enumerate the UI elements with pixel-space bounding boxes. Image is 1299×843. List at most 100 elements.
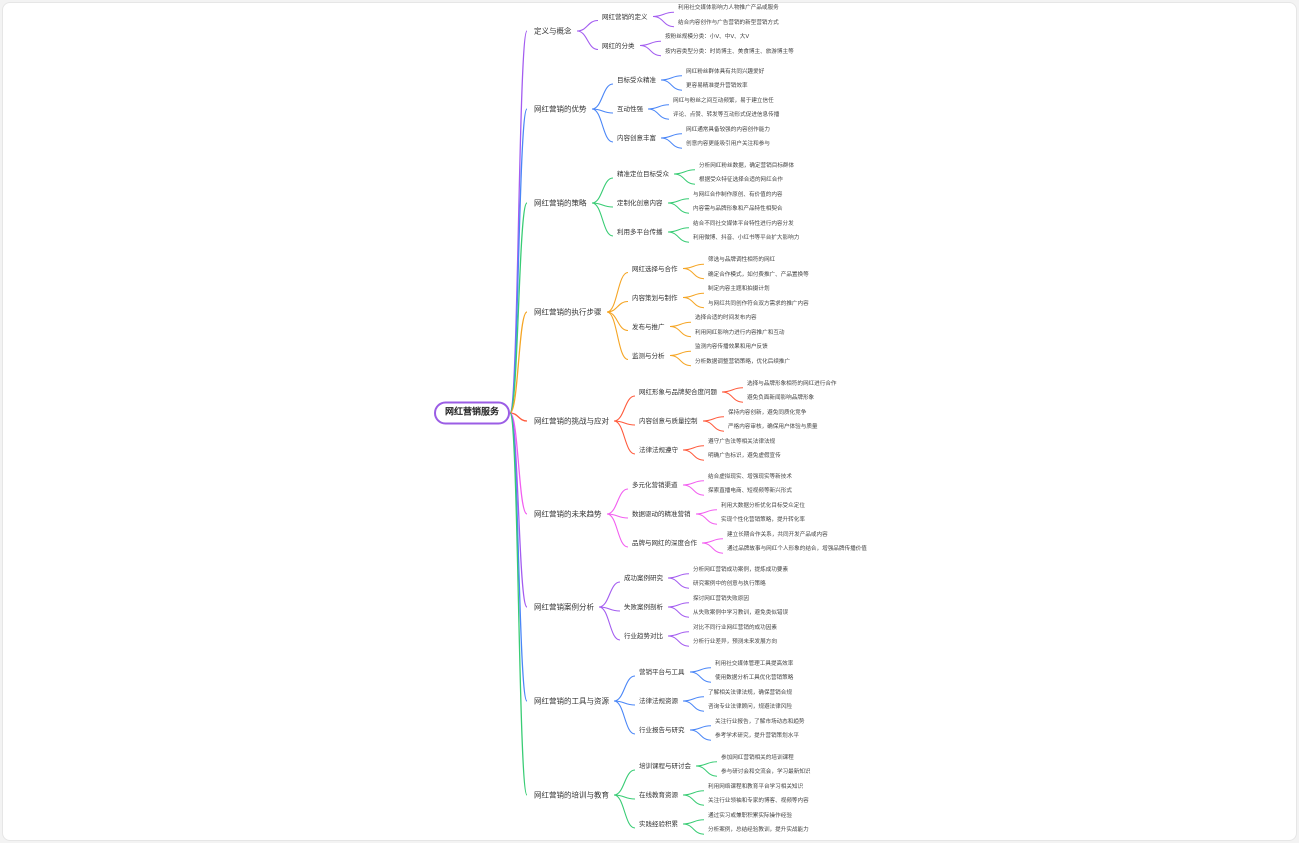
sub-node[interactable]: 培训课程与研讨会 xyxy=(639,761,691,770)
leaf-node[interactable]: 筛选与品牌调性相符的网红 xyxy=(708,257,776,264)
root-node[interactable]: 网红营销服务 xyxy=(434,401,511,425)
leaf-node[interactable]: 结合虚拟现实、增强现实等新技术 xyxy=(708,474,792,480)
sub-node[interactable]: 精准定位目标受众 xyxy=(617,169,669,178)
leaf-node[interactable]: 分析行业差异，预测未来发展方向 xyxy=(693,639,777,646)
leaf-node[interactable]: 制定内容主题和拍摄计划 xyxy=(708,286,770,293)
sub-node[interactable]: 品牌与网红的深度合作 xyxy=(632,538,697,547)
leaf-node[interactable]: 利用微博、抖音、小红书等平台扩大影响力 xyxy=(693,235,800,242)
leaf-node[interactable]: 确定合作模式，如付费推广、产品置换等 xyxy=(708,271,809,278)
leaf-node[interactable]: 探索直播电商、短视频等新兴形式 xyxy=(708,488,792,495)
branch-node[interactable]: 网红营销的挑战与应对 xyxy=(534,416,609,426)
leaf-node[interactable]: 结合内容创作与广告营销的新型营销方式 xyxy=(678,19,779,26)
leaf-node[interactable]: 通过品牌故事与网红个人形象的结合，增强品牌传播价值 xyxy=(727,546,867,553)
leaf-node[interactable]: 实现个性化营销策略，提升转化率 xyxy=(721,517,805,524)
leaf-node[interactable]: 通过实习或兼职积累实际操作经验 xyxy=(708,813,792,819)
leaf-node[interactable]: 明确广告标识，避免虚假宣传 xyxy=(708,453,781,460)
leaf-node[interactable]: 保持内容创新，避免同质化竞争 xyxy=(728,410,807,416)
leaf-node[interactable]: 按粉丝规模分类：小V、中V、大V xyxy=(665,34,750,41)
sub-node[interactable]: 利用多平台传播 xyxy=(617,227,663,236)
branch-node[interactable]: 网红营销的未来趋势 xyxy=(534,509,602,519)
leaf-node[interactable]: 严格内容审核，确保用户体验与质量 xyxy=(728,424,818,431)
leaf-node[interactable]: 与网红合作制作原创、有价值的内容 xyxy=(693,192,783,198)
leaf-node[interactable]: 内容需与品牌形象和产品特性相契合 xyxy=(693,206,783,213)
leaf-node[interactable]: 创意内容更能吸引用户关注和参与 xyxy=(686,141,770,148)
leaf-node[interactable]: 分析网红营销成功案例，提炼成功要素 xyxy=(693,567,789,573)
leaf-node[interactable]: 咨询专业法律顾问，规避法律风险 xyxy=(708,704,792,711)
leaf-node[interactable]: 使用数据分析工具优化营销策略 xyxy=(715,675,794,682)
leaf-connector xyxy=(721,387,744,393)
leaf-node[interactable]: 避免负面新闻影响品牌形象 xyxy=(747,395,815,402)
leaf-node[interactable]: 更容易精准提升营销效率 xyxy=(686,83,748,90)
leaf-node[interactable]: 遵守广告法等相关法律法规 xyxy=(708,439,776,445)
leaf-node[interactable]: 分析案例，总结经验教训，提升实战能力 xyxy=(708,827,809,834)
leaf-node[interactable]: 建立长期合作关系，共同开发产品或内容 xyxy=(727,532,828,538)
leaf-node[interactable]: 选择合适的时间发布内容 xyxy=(695,315,757,322)
branch-node[interactable]: 网红营销案例分析 xyxy=(534,602,594,612)
branch-node[interactable]: 网红营销的执行步骤 xyxy=(534,307,602,317)
leaf-connector xyxy=(667,573,690,579)
leaf-node[interactable]: 按内容类型分类：时尚博主、美食博主、旅游博主等 xyxy=(665,48,794,55)
sub-node[interactable]: 目标受众精准 xyxy=(617,75,656,84)
leaf-node[interactable]: 关注行业领袖和专家的博客、视频等内容 xyxy=(708,798,809,805)
leaf-node[interactable]: 分析数据调整营销策略，优化后续推广 xyxy=(695,358,791,365)
branch-node[interactable]: 网红营销的优势 xyxy=(534,104,587,114)
leaf-node[interactable]: 利用社交媒体管理工具提高效率 xyxy=(715,661,794,667)
sub-node[interactable]: 法律法规资源 xyxy=(639,696,678,705)
sub-node[interactable]: 发布与推广 xyxy=(632,322,665,331)
sub-node[interactable]: 网红营销的定义 xyxy=(602,12,648,21)
sub-node[interactable]: 在线教育资源 xyxy=(639,790,678,799)
branch-node[interactable]: 网红营销的工具与资源 xyxy=(534,696,609,706)
leaf-node[interactable]: 从失败案例中学习教训，避免类似错误 xyxy=(693,610,789,617)
sub-node[interactable]: 营销平台与工具 xyxy=(639,667,685,676)
leaf-node[interactable]: 网红与粉丝之间互动频繁，易于建立信任 xyxy=(673,98,774,104)
sub-node[interactable]: 行业报告与研究 xyxy=(639,725,685,734)
sub-node[interactable]: 定制化创意内容 xyxy=(617,198,663,207)
leaf-node[interactable]: 监测内容传播效果和用户反馈 xyxy=(695,344,768,351)
sub-node[interactable]: 网红的分类 xyxy=(602,41,635,50)
branch-node[interactable]: 网红营销的培训与教育 xyxy=(534,790,609,800)
leaf-node[interactable]: 了解相关法律法规，确保营销合规 xyxy=(708,690,792,696)
leaf-node[interactable]: 探讨网红营销失败原因 xyxy=(693,596,749,602)
sub-node[interactable]: 多元化营销渠道 xyxy=(632,480,678,489)
leaf-node[interactable]: 参与研讨会和交流会，学习最新知识 xyxy=(721,769,811,776)
leaf-node[interactable]: 分析网红粉丝数据，确定营销目标群体 xyxy=(699,163,795,169)
sub-node[interactable]: 内容创意丰富 xyxy=(617,133,656,142)
branch-node[interactable]: 定义与概念 xyxy=(534,26,572,36)
leaf-node[interactable]: 结合不同社交媒体平台特性进行内容分发 xyxy=(693,221,794,227)
sub-node[interactable]: 行业趋势对比 xyxy=(624,631,663,640)
leaf-node[interactable]: 选择与品牌形象相符的网红进行合作 xyxy=(747,381,837,387)
leaf-node[interactable]: 与网红共同创作符合双方需求的推广内容 xyxy=(708,300,809,307)
sub-node[interactable]: 实践经验积累 xyxy=(639,819,678,828)
leaf-connector xyxy=(682,263,705,269)
leaf-node[interactable]: 研究案例中的创意与执行策略 xyxy=(693,581,766,588)
leaf-node[interactable]: 关注行业报告，了解市场动态和趋势 xyxy=(715,719,805,725)
sub-connector xyxy=(613,700,636,735)
leaf-node[interactable]: 利用网红影响力进行内容推广和互动 xyxy=(695,329,785,336)
sub-node[interactable]: 失败案例剖析 xyxy=(624,602,663,611)
leaf-node[interactable]: 参加网红营销相关的培训课程 xyxy=(721,755,794,761)
leaf-node[interactable]: 根据受众特征选择合适的网红合作 xyxy=(699,177,783,184)
sub-node[interactable]: 内容策划与制作 xyxy=(632,293,678,302)
sub-node[interactable]: 互动性强 xyxy=(617,104,643,113)
leaf-node[interactable]: 利用社交媒体影响力人物推广产品或服务 xyxy=(678,5,779,12)
leaf-connector xyxy=(682,819,705,825)
sub-node[interactable]: 法律法规遵守 xyxy=(639,445,678,454)
sub-node[interactable]: 内容创意与质量控制 xyxy=(639,416,698,425)
sub-connector xyxy=(606,271,629,313)
sub-node[interactable]: 监测与分析 xyxy=(632,351,665,360)
leaf-node[interactable]: 利用网络课程和教育平台学习相关知识 xyxy=(708,784,804,790)
leaf-node[interactable]: 参考学术研究，提升营销策划水平 xyxy=(715,733,799,740)
leaf-node[interactable]: 对比不同行业网红营销的成功因素 xyxy=(693,625,777,631)
sub-node[interactable]: 成功案例研究 xyxy=(624,573,663,582)
leaf-connector xyxy=(682,790,705,796)
leaf-connector xyxy=(689,667,712,673)
sub-node[interactable]: 网红形象与品牌契合度问题 xyxy=(639,387,717,396)
leaf-node[interactable]: 利用大数据分析优化目标受众定位 xyxy=(721,503,805,509)
leaf-node[interactable]: 网红通常具备较强的内容创作能力 xyxy=(686,127,770,133)
branch-node[interactable]: 网红营销的策略 xyxy=(534,198,587,208)
sub-node[interactable]: 网红选择与合作 xyxy=(632,264,678,273)
sub-connector xyxy=(591,83,614,110)
sub-node[interactable]: 数据驱动的精准营销 xyxy=(632,509,691,518)
leaf-node[interactable]: 评论、点赞、转发等互动形式促进信息传播 xyxy=(673,112,780,119)
leaf-node[interactable]: 网红粉丝群体具有共同兴趣爱好 xyxy=(686,69,765,75)
